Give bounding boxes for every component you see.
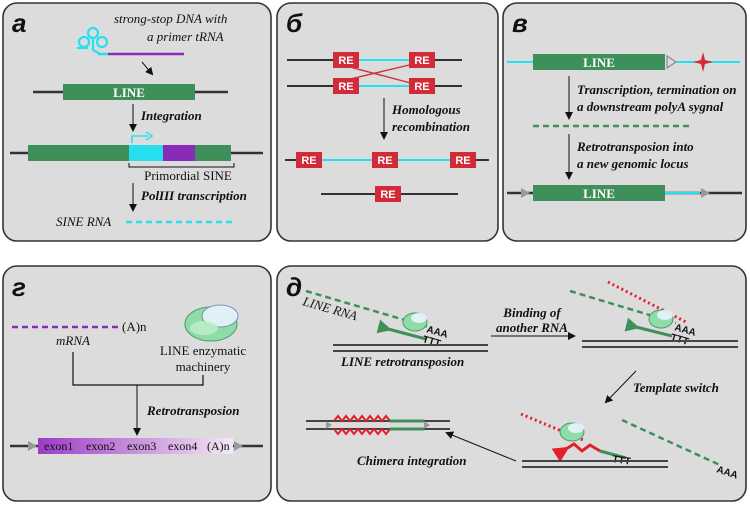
pol3-label: PolIII transcription <box>141 188 247 203</box>
svg-text:RE: RE <box>414 81 429 93</box>
tsd-right-icon <box>701 188 710 198</box>
exon-polya-label: (A)n <box>207 439 230 453</box>
line-element-a <box>63 84 195 100</box>
chimera-cdna-zigzag <box>551 442 601 463</box>
panel-a-bg <box>2 2 272 242</box>
panel-g-bg <box>2 265 272 502</box>
panel-d: д LINE RNA AAA TTT LINE retrotransposion… <box>276 265 747 502</box>
panel-a: а strong-stop DNA with a primer tRNA LIN… <box>2 2 272 242</box>
primordial-sine-label: Primordial SINE <box>144 168 232 183</box>
ttt-label-1: TTT <box>421 334 442 350</box>
line-right-part <box>195 145 231 161</box>
re-box-5: RE <box>296 152 322 168</box>
repeat-triangle-icon <box>666 54 678 70</box>
svg-text:RE: RE <box>414 55 429 67</box>
tsd-left-g-icon <box>28 441 37 451</box>
re-box-7: RE <box>450 152 476 168</box>
line-element-v2 <box>533 185 665 201</box>
retrotransposion-g-label: Retrotransposion <box>146 403 239 418</box>
trna-cloverleaf <box>77 26 109 55</box>
line-element-v1-label: LINE <box>583 55 615 70</box>
enzyme-icon-1 <box>402 312 428 332</box>
chimera-red-top <box>333 414 391 423</box>
transcription-label-1: Transcription, termination on <box>577 82 737 97</box>
polya-signal-star-icon <box>693 52 713 72</box>
primordial-bracket <box>128 163 235 168</box>
machinery-label-1: LINE enzymatic <box>160 343 246 358</box>
retro-v-label-2: a new genomic locus <box>577 156 689 171</box>
panel-a-label: а <box>12 8 26 38</box>
panel-v-label: в <box>512 8 528 38</box>
line-left-part <box>28 145 129 161</box>
panel-g-label: г <box>12 272 26 302</box>
svg-text:RE: RE <box>301 155 316 167</box>
line-retro-label: LINE retrotransposion <box>340 354 464 369</box>
exon4-label: exon4 <box>168 439 197 453</box>
re-box-4: RE <box>409 78 435 94</box>
merge-bracket <box>72 352 204 386</box>
rt-arrow-1 <box>376 319 427 341</box>
svg-text:RE: RE <box>338 81 353 93</box>
line-element-a-label: LINE <box>113 85 145 100</box>
re-box-8: RE <box>375 186 401 202</box>
panel-d-label: д <box>286 272 302 302</box>
template-switch-label: Template switch <box>633 380 719 395</box>
arrow-to-line <box>141 61 154 76</box>
line-element-v2-label: LINE <box>583 186 615 201</box>
re-box-1: RE <box>333 52 359 68</box>
panel-v-bg <box>502 2 747 242</box>
cdna-green-part <box>599 449 627 460</box>
strongstop-label-1: strong-stop DNA with <box>114 11 227 26</box>
processed-pseudogene <box>38 438 233 454</box>
rt-arrow-2 <box>624 317 673 338</box>
re-box-2: RE <box>409 52 435 68</box>
svg-text:RE: RE <box>338 55 353 67</box>
exon1-label: exon1 <box>44 439 73 453</box>
purple-segment <box>163 145 195 161</box>
cyan-segment <box>129 145 163 161</box>
homologous-label-1: Homologous <box>391 102 461 117</box>
line-rna-strand-3 <box>621 418 723 468</box>
line-rna-strand-1 <box>305 289 433 330</box>
tsd-right-g-icon <box>234 441 243 451</box>
exon2-label: exon2 <box>86 439 115 453</box>
panel-g: г (A)n mRNA LINE enzymatic machinery Ret… <box>2 265 272 502</box>
arrow-chimera <box>445 431 517 462</box>
panel-b-bg <box>276 2 499 242</box>
panel-v: в LINE Transcription, termination on a d… <box>502 2 747 242</box>
svg-text:RE: RE <box>380 189 395 201</box>
chimera-tsd-icon <box>424 421 430 429</box>
panel-b: б RE RE RE RE Homologous recombination <box>276 2 499 242</box>
panel-b-label: б <box>286 8 303 38</box>
binding-label-2: another RNA <box>496 320 568 335</box>
mrna-polya-label: (A)n <box>122 319 147 334</box>
re-box-6: RE <box>372 152 398 168</box>
enzyme-icon-2 <box>648 309 674 329</box>
arrow-template-switch <box>604 370 637 404</box>
retro-v-label-1: Retrotransposion into <box>576 139 694 154</box>
svg-text:RE: RE <box>455 155 470 167</box>
binding-label-1: Binding of <box>502 305 562 320</box>
mrna-label: mRNA <box>56 333 90 348</box>
strongstop-label-2: a primer tRNA <box>147 29 224 44</box>
homologous-label-2: recombination <box>392 119 470 134</box>
tsd-left-icon <box>521 188 530 198</box>
line-element-v1 <box>533 54 665 70</box>
machinery-label-2: machinery <box>176 359 231 374</box>
exon3-label: exon3 <box>127 439 156 453</box>
transcription-label-2: a downstream polyA sygnal <box>577 99 724 114</box>
svg-text:RE: RE <box>377 155 392 167</box>
re-box-3: RE <box>333 78 359 94</box>
integration-label: Integration <box>140 108 202 123</box>
chimera-label: Chimera integration <box>357 453 466 468</box>
enzymatic-machinery-icon <box>184 304 239 342</box>
enzyme-icon-3 <box>559 422 585 442</box>
sine-rna-label: SINE RNA <box>56 214 111 229</box>
promoter-arrow-icon <box>131 135 148 143</box>
chimera-red-bottom <box>333 427 391 436</box>
